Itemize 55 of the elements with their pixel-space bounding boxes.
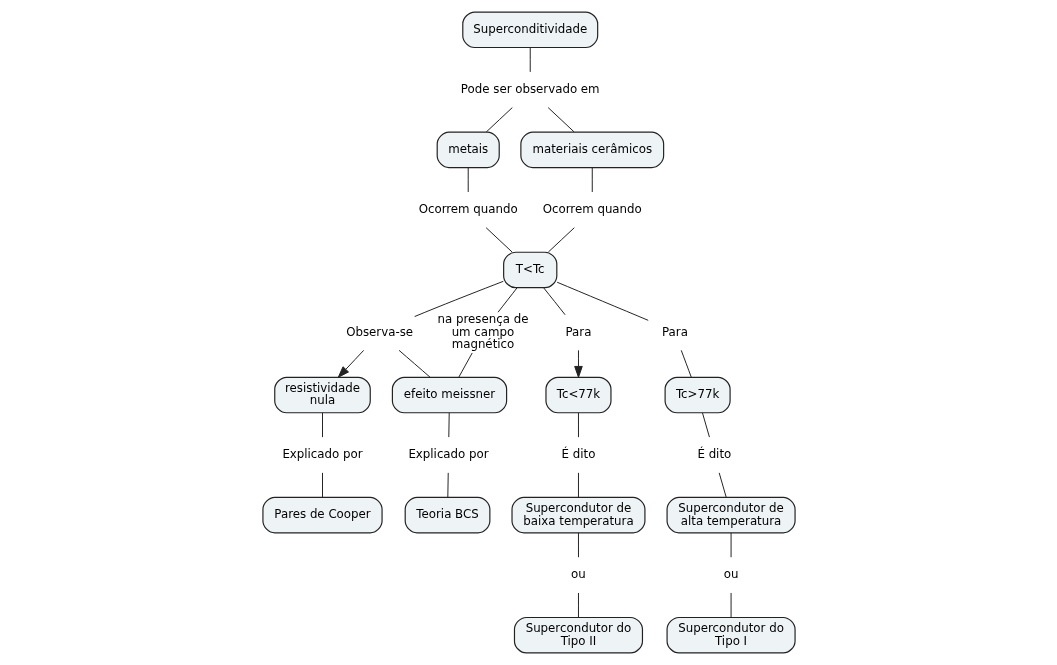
node-box: T<Tc <box>502 251 557 289</box>
node-box: Supercondutor do Tipo II <box>513 616 643 654</box>
node-text: Explicado por <box>407 447 489 462</box>
connector <box>413 280 504 318</box>
node-box: Superconditividade <box>461 11 598 49</box>
node-box: Teoria BCS <box>404 496 490 534</box>
connector <box>447 412 450 438</box>
node-text: ou <box>570 567 586 582</box>
node-box: Supercondutor de baixa temperatura <box>510 496 645 534</box>
node-box: Supercondutor do Tipo I <box>666 616 796 654</box>
connector <box>446 472 449 498</box>
arrow <box>337 349 364 378</box>
connector <box>577 592 579 618</box>
arrow <box>573 349 583 378</box>
node-text: Pode ser observado em <box>460 81 600 96</box>
connector <box>542 287 566 316</box>
connector <box>398 349 431 378</box>
node-box: materiais cerâmicos <box>519 131 664 169</box>
connector <box>467 167 469 193</box>
connector <box>556 281 649 321</box>
node-box: metais <box>436 131 500 169</box>
connector <box>321 412 323 438</box>
node-text: Para <box>661 324 688 339</box>
node-box: Tc>77k <box>664 376 731 414</box>
node-text: Ocorrem quando <box>542 201 642 216</box>
connector <box>730 532 732 558</box>
node-box: Tc<77k <box>544 376 612 414</box>
node-text: Observa-se <box>345 324 413 339</box>
node-text: Explicado por <box>281 447 363 462</box>
node-box: Pares de Cooper <box>261 496 383 534</box>
node-box: resistividade nula <box>273 376 371 414</box>
node-text: É dito <box>561 447 595 462</box>
node-text: Ocorrem quando <box>418 201 518 216</box>
node-text: na presença de um campo magnético <box>437 311 528 352</box>
connector <box>718 472 727 498</box>
connector <box>591 167 593 193</box>
connector <box>321 472 323 498</box>
node-box: Supercondutor de alta temperatura <box>666 496 796 534</box>
connector <box>485 107 513 133</box>
connector <box>701 412 710 438</box>
connector <box>497 287 518 313</box>
connector <box>547 107 575 133</box>
node-text: ou <box>723 567 738 582</box>
connector <box>730 592 732 618</box>
connector <box>680 349 692 378</box>
connector <box>577 412 579 438</box>
node-text: É dito <box>696 447 731 462</box>
connector <box>577 532 579 558</box>
connector <box>577 472 579 498</box>
node-box: efeito meissner <box>391 376 507 414</box>
connector <box>547 227 575 253</box>
connector <box>457 352 473 378</box>
connector <box>485 227 513 253</box>
connector <box>529 47 531 73</box>
node-text: Para <box>565 324 591 339</box>
